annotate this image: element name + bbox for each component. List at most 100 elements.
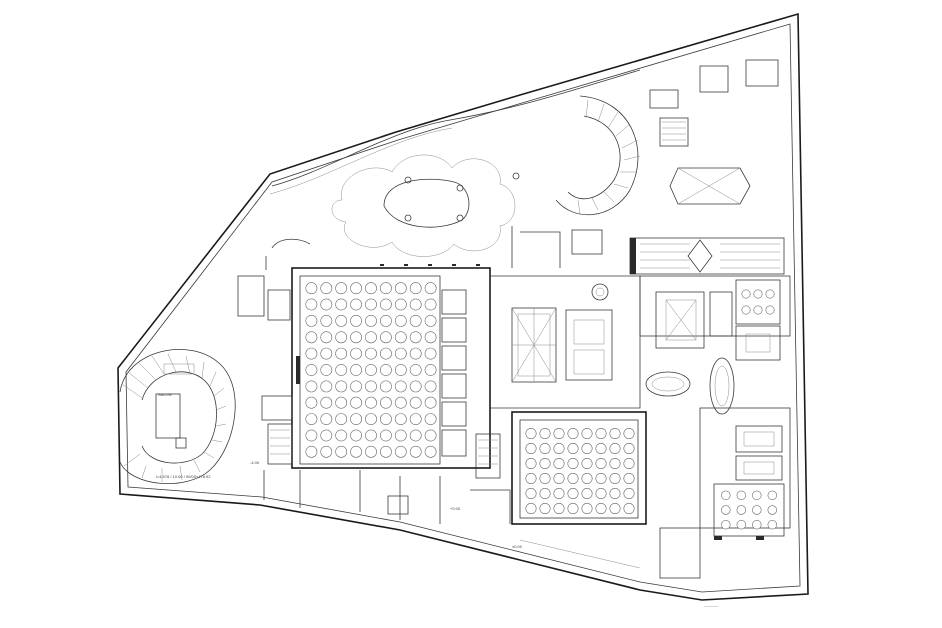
banquet-table — [350, 347, 362, 360]
banquet-table — [567, 457, 579, 469]
banquet-table — [394, 413, 407, 425]
banquet-table — [581, 502, 593, 514]
banquet-table — [350, 429, 362, 442]
oval-lounges — [645, 357, 735, 415]
banquet-table — [609, 487, 621, 499]
banquet-table — [525, 487, 537, 499]
banquet-table — [394, 396, 407, 409]
banquet-table — [581, 442, 593, 454]
banquet-table — [379, 282, 392, 295]
banquet-table — [350, 314, 362, 327]
banquet-table — [609, 457, 621, 469]
banquet-table — [721, 490, 731, 500]
banquet-table — [305, 331, 318, 344]
banquet-table — [767, 490, 777, 500]
banquet-table — [335, 298, 348, 311]
banquet-table — [394, 331, 407, 344]
se-meeting-rooms — [713, 425, 785, 540]
banquet-table — [553, 442, 565, 454]
banquet-table — [609, 442, 621, 454]
banquet-table — [305, 282, 318, 295]
banquet-table — [424, 282, 437, 295]
banquet-table — [350, 298, 362, 311]
banquet-table — [365, 429, 377, 442]
banquet-table — [365, 380, 377, 393]
banquet-table — [305, 364, 318, 376]
banquet-table — [379, 364, 392, 376]
banquet-table — [409, 298, 422, 311]
banquet-table — [365, 347, 377, 360]
banquet-table — [305, 429, 318, 442]
banquet-table — [609, 427, 621, 439]
elevation-label-1: -4.00 — [250, 460, 260, 465]
banquet-table — [320, 380, 333, 393]
banquet-table — [379, 380, 392, 393]
banquet-table — [379, 413, 392, 425]
banquet-table — [335, 429, 348, 442]
banquet-table — [595, 487, 607, 499]
banquet-table — [365, 298, 377, 311]
banquet-table — [305, 298, 318, 311]
banquet-table — [424, 331, 437, 344]
banquet-table — [581, 427, 593, 439]
banquet-table — [365, 314, 377, 327]
banquet-table — [567, 487, 579, 499]
banquet-table — [379, 314, 392, 327]
banquet-table — [424, 298, 437, 311]
banquet-table — [379, 347, 392, 360]
banquet-table — [623, 457, 635, 469]
ballroom-service-rooms — [296, 289, 467, 457]
banquet-table — [379, 298, 392, 311]
banquet-table — [752, 519, 762, 530]
banquet-table — [350, 380, 362, 393]
banquet-table — [394, 347, 407, 360]
ballroom-tables — [305, 282, 437, 458]
banquet-table — [539, 472, 551, 484]
banquet-table — [595, 472, 607, 484]
banquet-table — [305, 347, 318, 360]
lobby-patterned-floor — [511, 283, 613, 383]
banquet-table — [394, 380, 407, 393]
banquet-table — [379, 331, 392, 344]
banquet-table — [365, 364, 377, 376]
banquet-table — [623, 502, 635, 514]
banquet-table — [320, 364, 333, 376]
banquet-table — [320, 314, 333, 327]
west-service-blocks — [237, 275, 501, 512]
banquet-table — [409, 380, 422, 393]
banquet-table — [379, 445, 392, 458]
banquet-table — [305, 380, 318, 393]
banquet-table — [335, 347, 348, 360]
banquet-table — [350, 331, 362, 344]
banquet-table — [765, 289, 775, 299]
banquet-table — [539, 442, 551, 454]
banquet-table — [335, 380, 348, 393]
banquet-table — [595, 457, 607, 469]
salon-label: SALON — [158, 392, 172, 397]
banquet-table — [335, 331, 348, 344]
banquet-table — [379, 429, 392, 442]
banquet-table — [350, 413, 362, 425]
banquet-table — [623, 427, 635, 439]
banquet-table — [424, 445, 437, 458]
north-east-stair-cores — [649, 59, 779, 205]
banquet-table — [335, 396, 348, 409]
banquet-table — [320, 282, 333, 295]
site-boundary — [117, 12, 809, 601]
banquet-table — [365, 396, 377, 409]
banquet-table — [305, 445, 318, 458]
banquet-table — [320, 413, 333, 425]
banquet-table — [623, 487, 635, 499]
elevation-label-2: ±0.00 — [512, 544, 523, 549]
banquet-table — [320, 298, 333, 311]
banquet-table — [741, 305, 751, 315]
banquet-table — [394, 445, 407, 458]
garden-landscape — [331, 154, 561, 268]
banquet-table — [595, 502, 607, 514]
banquet-table — [424, 314, 437, 327]
banquet-table — [409, 364, 422, 376]
banquet-table — [595, 442, 607, 454]
hall-b-tables — [525, 427, 635, 514]
banquet-table — [609, 472, 621, 484]
